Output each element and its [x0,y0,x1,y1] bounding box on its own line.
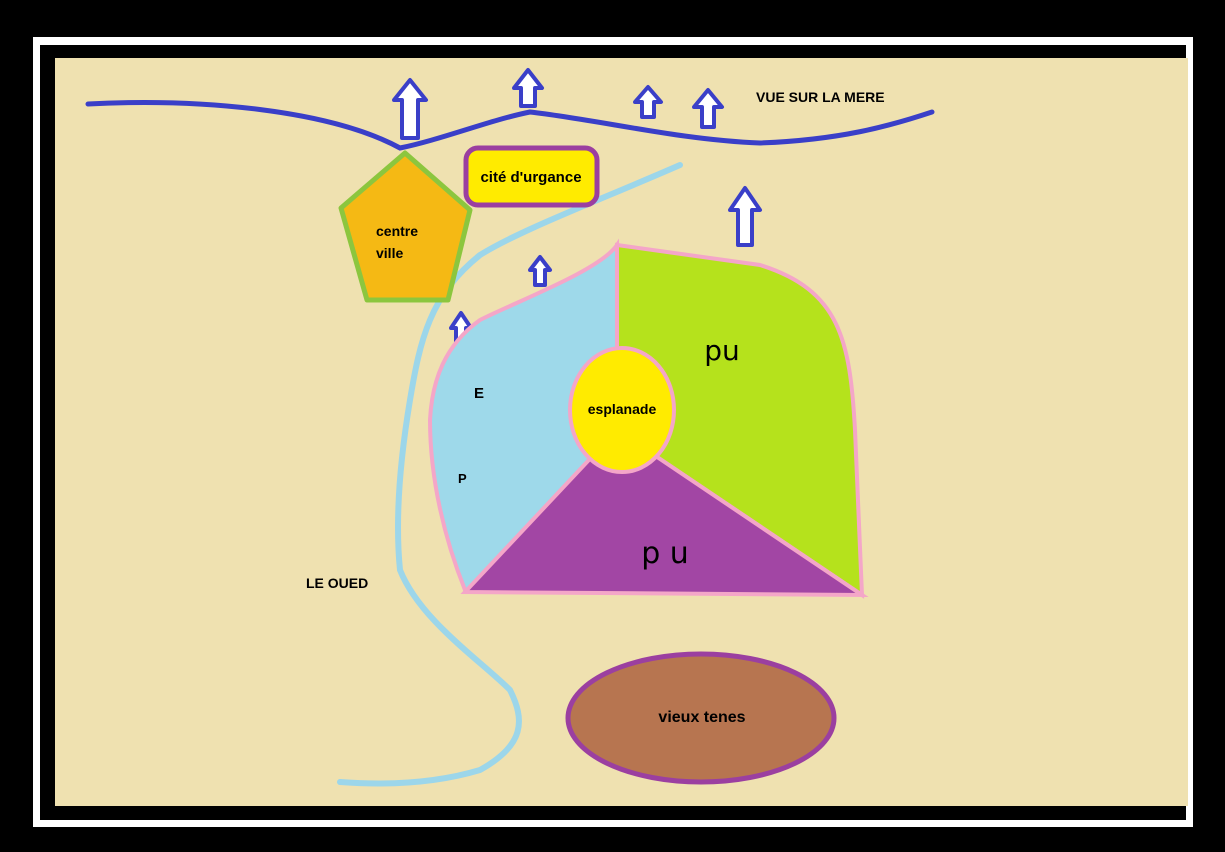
purple-zone-label: p u [641,536,689,571]
coast-line [85,100,935,151]
esplanade-shape [568,346,676,474]
arrow-up-icon [392,78,428,140]
arrow-up-icon [728,186,762,247]
river-line [337,162,683,787]
green-zone [615,242,865,599]
city-centre-label: centre [376,223,418,239]
city-centre-shape [338,150,473,303]
city-centre-label: ville [376,245,403,261]
river-label: LE OUED [306,575,368,591]
emergency-city-box [463,145,600,208]
old-town-shape [565,651,837,785]
purple-zone [460,427,869,598]
blue-zone-letter: P [458,471,467,486]
arrow-up-icon [692,88,724,129]
blue-zone-letter: E [474,385,484,402]
green-zone-label: pu [704,334,740,367]
esplanade-label: esplanade [588,401,657,417]
sea-view-label: VUE SUR LA MERE [756,89,885,105]
arrow-up-icon [512,68,544,108]
arrow-up-icon [528,255,552,287]
old-town-label: vieux tenes [658,709,745,726]
arrow-up-icon [633,85,663,119]
emergency-city-label: cité d'urgance [480,169,581,186]
